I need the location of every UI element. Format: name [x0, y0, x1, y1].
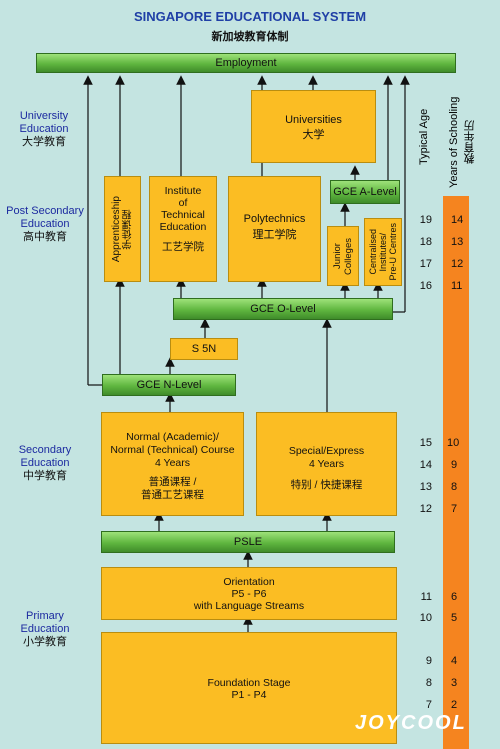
- level-primary-en1: Primary: [26, 610, 64, 622]
- apprenticeship-cn: 学徒课程: [122, 209, 134, 249]
- psle-bar: PSLE: [101, 531, 395, 553]
- s5n-box: S 5N: [170, 338, 238, 360]
- age-15: 15: [419, 437, 432, 449]
- years-of-schooling-bar: [443, 196, 469, 749]
- ite-en3: Technical: [161, 209, 205, 221]
- special-cn: 特别 / 快捷课程: [290, 479, 363, 491]
- level-post-secondary-cn: 高中教育: [23, 231, 67, 243]
- normal-en1: Normal (Academic)/: [126, 431, 219, 443]
- year-8: 8: [451, 481, 458, 493]
- centralised-en1: Centralised: [368, 229, 378, 275]
- gce-n-level-bar: GCE N-Level: [102, 374, 236, 396]
- ite-box: Institute of Technical Education 工艺学院: [149, 176, 217, 282]
- centralised-en2: Institutes/: [378, 232, 388, 272]
- foundation-en1: Foundation Stage: [207, 677, 291, 689]
- orientation-en2: P5 - P6: [231, 588, 267, 600]
- year-13: 13: [451, 236, 464, 248]
- apprenticeship-en: Apprenticeship: [110, 195, 122, 263]
- typical-age-header: Typical Age: [418, 108, 430, 166]
- year-7: 7: [451, 503, 458, 515]
- level-primary: Primary Education 小学教育: [0, 610, 90, 649]
- year-11: 11: [451, 280, 463, 292]
- normal-en3: 4 Years: [154, 457, 191, 469]
- orientation-box: Orientation P5 - P6 with Language Stream…: [101, 567, 397, 620]
- year-5: 5: [451, 612, 458, 624]
- level-post-secondary-en2: Education: [20, 218, 70, 230]
- normal-cn1: 普通课程 /: [148, 476, 197, 488]
- year-3: 3: [451, 677, 458, 689]
- years-header-cn: 教育年历: [464, 120, 476, 164]
- special-en2: 4 Years: [308, 458, 345, 470]
- gce-o-level-bar: GCE O-Level: [173, 298, 393, 320]
- year-9: 9: [451, 459, 458, 471]
- level-secondary-en1: Secondary: [18, 444, 72, 456]
- year-4: 4: [451, 655, 458, 667]
- age-11: 11: [420, 591, 432, 603]
- ite-en1: Institute: [164, 185, 202, 197]
- level-post-secondary-en1: Post Secondary: [6, 205, 84, 217]
- gce-a-level-bar: GCE A-Level: [330, 180, 400, 204]
- level-primary-en2: Education: [20, 623, 70, 635]
- age-14: 14: [419, 459, 432, 471]
- junior-colleges-en1: Junior: [332, 243, 343, 269]
- junior-colleges-box: Junior Colleges: [327, 226, 359, 286]
- year-2: 2: [451, 699, 458, 711]
- level-university-en2: Education: [19, 123, 69, 135]
- special-en1: Special/Express: [288, 445, 365, 457]
- universities-cn: 大学: [302, 129, 325, 141]
- age-12: 12: [419, 503, 432, 515]
- year-6: 6: [451, 591, 458, 603]
- level-primary-cn: 小学教育: [23, 636, 67, 648]
- normal-cn2: 普通工艺课程: [141, 489, 204, 501]
- age-19: 19: [419, 214, 432, 226]
- level-university-en1: University: [19, 110, 69, 122]
- centralised-institutes-box: Centralised Institutes/ Pre-U Centres: [364, 218, 402, 286]
- age-16: 16: [419, 280, 432, 292]
- title-chinese: 新加坡教育体制: [211, 31, 289, 43]
- polytechnics-cn: 理工学院: [252, 229, 297, 241]
- universities-box: Universities 大学: [251, 90, 376, 163]
- age-18: 18: [419, 236, 432, 248]
- polytechnics-en: Polytechnics: [243, 213, 306, 225]
- age-7: 7: [425, 699, 432, 711]
- year-12: 12: [451, 258, 464, 270]
- level-secondary: Secondary Education 中学教育: [0, 444, 90, 483]
- level-university-cn: 大学教育: [22, 136, 66, 148]
- normal-course-box: Normal (Academic)/ Normal (Technical) Co…: [101, 412, 244, 516]
- employment-bar: Employment: [36, 53, 456, 73]
- centralised-en3: Pre-U Centres: [388, 223, 398, 281]
- level-secondary-en2: Education: [20, 457, 70, 469]
- universities-en: Universities: [285, 114, 342, 126]
- level-post-secondary: Post Secondary Education 高中教育: [0, 205, 90, 244]
- watermark: JOYCOOL: [355, 712, 467, 734]
- age-17: 17: [419, 258, 432, 270]
- years-header-en: Years of Schooling: [448, 96, 460, 188]
- orientation-en3: with Language Streams: [193, 600, 305, 612]
- age-8: 8: [425, 677, 432, 689]
- special-express-box: Special/Express 4 Years 特别 / 快捷课程: [256, 412, 397, 516]
- foundation-box: Foundation Stage P1 - P4: [101, 632, 397, 744]
- age-10: 10: [419, 612, 432, 624]
- normal-en2: Normal (Technical) Course: [110, 444, 235, 456]
- junior-colleges-en2: Colleges: [343, 237, 354, 275]
- ite-en2: of: [178, 197, 188, 209]
- apprenticeship-box: Apprenticeship 学徒课程: [104, 176, 141, 282]
- age-13: 13: [419, 481, 432, 493]
- ite-en4: Education: [159, 221, 207, 233]
- year-10: 10: [447, 437, 460, 449]
- level-university: University Education 大学教育: [0, 110, 88, 149]
- age-9: 9: [425, 655, 432, 667]
- years-header: Years of Schooling 教育年历: [446, 92, 480, 192]
- foundation-en2: P1 - P4: [231, 689, 267, 701]
- polytechnics-box: Polytechnics 理工学院: [228, 176, 321, 282]
- year-14: 14: [451, 214, 464, 226]
- orientation-en1: Orientation: [223, 576, 275, 588]
- ite-cn: 工艺学院: [162, 241, 204, 253]
- level-secondary-cn: 中学教育: [23, 470, 67, 482]
- title-english: SINGAPORE EDUCATIONAL SYSTEM: [133, 9, 367, 24]
